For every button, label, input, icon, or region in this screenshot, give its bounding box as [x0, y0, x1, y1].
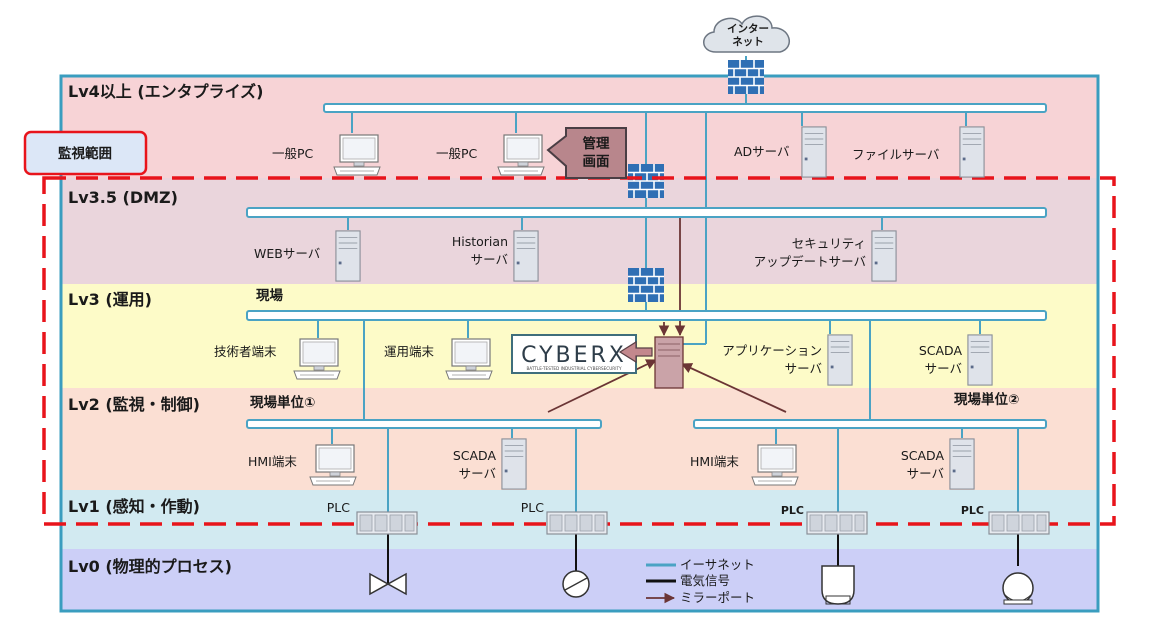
security-update-server-icon: [871, 230, 897, 282]
security-update-label-1: セキュリティ: [792, 236, 866, 251]
band-lv2: [61, 388, 1098, 490]
cyberx-logo-text: CYBERX: [521, 343, 627, 368]
ad-server-label: ADサーバ: [734, 144, 790, 159]
engineer-terminal-label: 技術者端末: [214, 344, 277, 359]
firewall-lv3-icon: [628, 268, 664, 302]
historian-server-icon: [513, 230, 539, 282]
hmi2-label: HMI端末: [690, 454, 739, 469]
ops-terminal-icon: [445, 338, 493, 380]
site-unit1-label: 現場単位①: [250, 394, 315, 411]
lv2-scada2-server-icon: [949, 438, 975, 490]
management-screen-label-1: 管理: [583, 135, 611, 152]
app-server-label-1: アプリケーション: [722, 343, 822, 358]
reactor-icon: [1002, 572, 1034, 605]
level-label-lv1: Lv1 (感知・作動): [68, 497, 200, 516]
level-label-lv3: Lv3 (運用): [68, 290, 152, 309]
cyberx-tagline: BATTLE-TESTED INDUSTRIAL CYBERSECURITY: [526, 366, 622, 371]
level-label-lv4: Lv4以上 (エンタプライズ): [68, 82, 263, 101]
management-screen-callout: 管理 画面: [546, 127, 627, 179]
plc3-icon: [806, 511, 868, 535]
lv3-scada-label-2: サーバ: [925, 361, 962, 376]
monitoring-scope-label: 監視範囲: [58, 145, 112, 162]
mirror-arrow-icon: [618, 340, 653, 364]
plc1-icon: [356, 511, 418, 535]
web-server-icon: [335, 230, 361, 282]
plc4-icon: [988, 511, 1050, 535]
lv4-pc1-icon: [333, 134, 381, 176]
lv3-bus: [246, 310, 1047, 321]
lv2-scada1-label-2: サーバ: [459, 466, 496, 481]
engineer-terminal-icon: [293, 338, 341, 380]
dmz-bus: [246, 207, 1047, 218]
site2-bus: [693, 419, 1047, 429]
lv3-scada-label-1: SCADA: [919, 343, 963, 358]
plc4-label: PLC: [961, 504, 984, 517]
lv4-pc2-icon: [497, 134, 545, 176]
file-server-label: ファイルサーバ: [852, 147, 939, 162]
cyberx-sensor-icon: [654, 336, 684, 389]
app-server-label-2: サーバ: [785, 361, 822, 376]
firewall-dmz-icon: [628, 164, 664, 198]
historian-label-1: Historian: [452, 234, 508, 249]
plc2-icon: [546, 511, 608, 535]
plc3-label: PLC: [781, 504, 804, 517]
web-server-label: WEBサーバ: [254, 246, 320, 261]
plc2-label: PLC: [521, 500, 545, 515]
band-dmz: [61, 178, 1098, 284]
file-server-icon: [959, 126, 985, 178]
ad-server-icon: [801, 126, 827, 178]
internet-cloud: インター ネット: [703, 15, 790, 53]
lv2-scada2-label-1: SCADA: [901, 448, 945, 463]
lv4-pc1-label: 一般PC: [272, 146, 314, 161]
site1-bus: [246, 419, 602, 429]
internet-label-1: インター: [727, 23, 769, 35]
plc1-label: PLC: [327, 500, 351, 515]
internet-label-2: ネット: [732, 36, 764, 48]
hmi1-icon: [309, 444, 357, 486]
site-label: 現場: [256, 287, 283, 304]
outer-frame: [59, 74, 1100, 613]
site-unit2-label: 現場単位②: [954, 391, 1019, 408]
signal-lines: [387, 534, 1019, 584]
cyberx-logo: CYBERX BATTLE-TESTED INDUSTRIAL CYBERSEC…: [511, 334, 637, 374]
valve-icon: [369, 572, 407, 596]
legend-ethernet-label: イーサネット: [680, 557, 755, 572]
monitoring-scope-frame: [42, 176, 1116, 526]
hmi2-icon: [751, 444, 799, 486]
security-update-label-2: アップデートサーバ: [754, 254, 866, 269]
legend: イーサネット 電気信号 ミラーポート: [646, 557, 755, 605]
legend-signal-label: 電気信号: [680, 573, 730, 588]
pump-icon: [562, 570, 590, 598]
tank-icon: [821, 565, 855, 605]
level-label-dmz: Lv3.5 (DMZ): [68, 188, 178, 207]
lv2-scada1-server-icon: [501, 438, 527, 490]
level-label-lv2: Lv2 (監視・制御): [68, 395, 200, 414]
legend-mirror-label: ミラーポート: [680, 590, 755, 605]
lv2-scada2-label-2: サーバ: [907, 466, 944, 481]
ops-terminal-label: 運用端末: [384, 344, 435, 359]
historian-label-2: サーバ: [471, 252, 508, 267]
ethernet-links: [317, 56, 1019, 512]
lv2-scada1-label-1: SCADA: [453, 448, 497, 463]
management-screen-label-2: 画面: [583, 154, 611, 170]
monitoring-scope-badge: 監視範囲: [23, 130, 148, 176]
firewall-internet-icon: [728, 60, 764, 94]
hmi1-label: HMI端末: [248, 454, 297, 469]
mirror-port-lines: [547, 217, 787, 413]
level-label-lv0: Lv0 (物理的プロセス): [68, 557, 232, 576]
lv3-scada-server-icon: [967, 334, 993, 386]
lv4-pc2-label: 一般PC: [436, 146, 478, 161]
lv4-bus: [323, 103, 1047, 113]
app-server-icon: [827, 334, 853, 386]
